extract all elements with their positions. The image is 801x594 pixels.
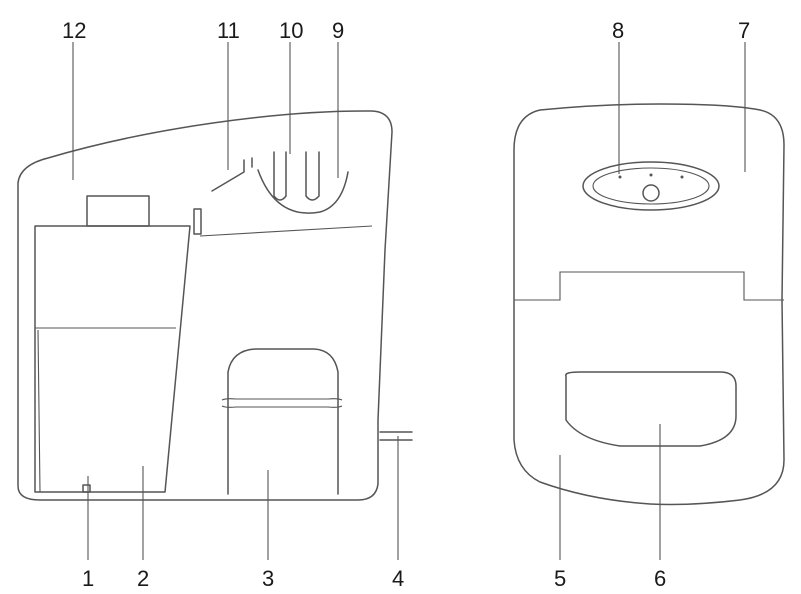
callout-3: 3	[262, 566, 274, 591]
tube-cradle	[257, 169, 349, 214]
water-tank-inner-edge	[37, 329, 41, 493]
callout-7: 7	[738, 18, 750, 43]
callout-11: 11	[217, 18, 240, 43]
leader-lines	[72, 42, 746, 560]
control-panel-inner	[592, 167, 710, 205]
callout-2: 2	[137, 566, 149, 591]
filter-tube-right	[305, 151, 320, 201]
control-panel-outer	[582, 161, 720, 211]
front-body-outline	[513, 103, 785, 506]
callout-9: 9	[332, 18, 344, 43]
filter-tube-left	[273, 151, 287, 201]
cup-container	[227, 348, 339, 495]
callout-4: 4	[392, 566, 404, 591]
callout-numbers: 12 11 10 9 8 7 1 2 3 4 5 6	[62, 18, 750, 591]
panel-led-1	[618, 175, 622, 179]
panel-led-2	[649, 173, 653, 177]
callout-1: 1	[82, 566, 94, 591]
steam-lever	[211, 157, 253, 192]
tank-lever	[193, 208, 202, 235]
cup-rim-band-top	[221, 398, 343, 401]
drain-valve	[82, 484, 91, 493]
side-body-outline	[17, 110, 393, 501]
front-handle	[565, 371, 737, 447]
power-button	[642, 184, 660, 202]
side-view	[17, 110, 413, 501]
callout-5: 5	[554, 566, 566, 591]
callout-6: 6	[654, 566, 666, 591]
top-divider-line	[199, 225, 373, 237]
cup-rim-band-bottom	[221, 405, 343, 408]
front-lid-line	[514, 271, 784, 301]
callout-10: 10	[279, 18, 303, 43]
callout-8: 8	[612, 18, 624, 43]
outlet-pipe	[379, 431, 413, 441]
callout-12: 12	[62, 18, 86, 43]
panel-led-3	[680, 175, 684, 179]
water-tank	[34, 225, 191, 493]
tank-lid	[86, 195, 150, 227]
front-view	[513, 103, 785, 506]
